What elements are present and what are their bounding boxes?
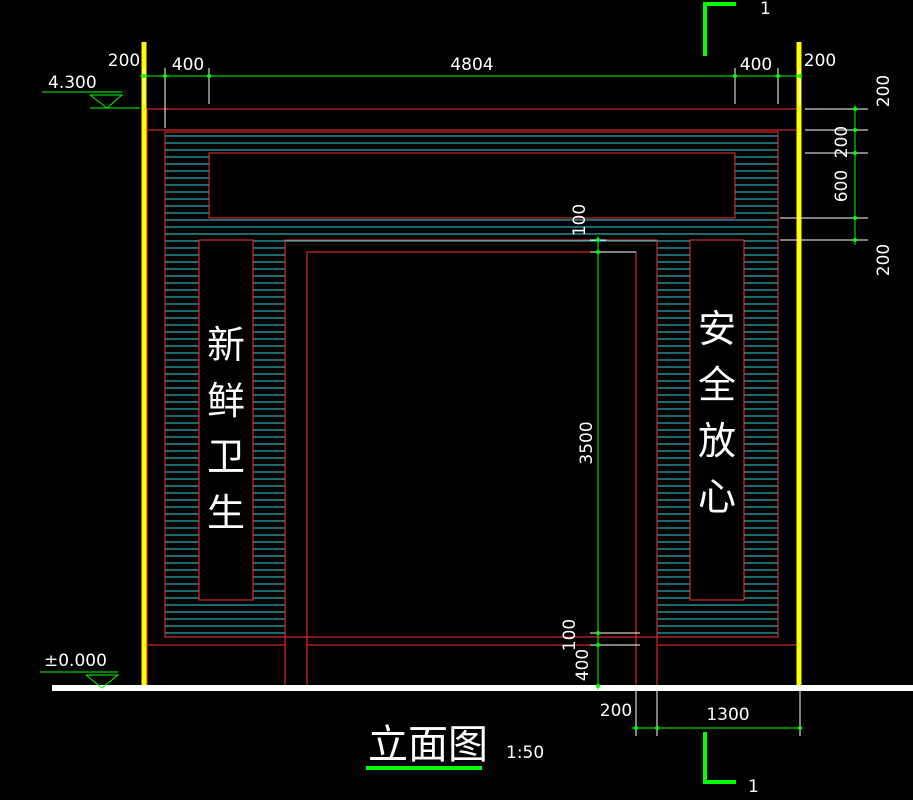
right-dimension: 200 200 600 200 [780, 75, 894, 276]
dim-right-label: 200 [832, 126, 852, 158]
elevation-top: 4.300 [42, 73, 140, 109]
dim-right-label: 600 [832, 170, 852, 202]
section-marker-bottom-label: 1 [748, 777, 759, 797]
elevation-top-label: 4.300 [48, 73, 97, 93]
section-marker-bottom: 1 [703, 732, 759, 797]
dim-top-label: 4804 [450, 55, 493, 75]
left-sign-char: 新 [207, 323, 245, 367]
dim-bottom-label: 1300 [706, 705, 749, 725]
dim-top-label: 200 [804, 51, 836, 71]
dim-right-label: 200 [874, 244, 894, 276]
panel-cutouts [198, 152, 745, 601]
door-dimension: 100 3500 100 400 [560, 204, 640, 690]
dim-top-label: 400 [740, 55, 772, 75]
elevation-ground: ±0.000 [40, 651, 120, 689]
elevation-ground-label: ±0.000 [44, 651, 107, 671]
left-sign-char: 卫 [207, 435, 245, 479]
bottom-dimension: 200 1300 [600, 690, 802, 736]
columns [141, 42, 802, 686]
drawing-title: 立面图 1:50 [366, 722, 544, 770]
dim-top-label: 200 [108, 51, 140, 71]
right-sign-char: 放 [698, 419, 736, 463]
right-sign: 安 全 放 心 [698, 307, 736, 519]
dim-door-label: 400 [573, 649, 593, 681]
dim-door-label: 100 [570, 204, 590, 236]
right-sign-char: 心 [698, 475, 736, 519]
left-sign: 新 鲜 卫 生 [207, 323, 245, 535]
section-marker-top: 1 [703, 0, 771, 56]
left-sign-char: 生 [207, 491, 245, 535]
drawing-title-text: 立面图 [368, 722, 488, 768]
dim-door-label: 3500 [577, 421, 597, 464]
dim-right-label: 200 [874, 75, 894, 107]
top-dimension: 200 400 4804 400 200 [108, 51, 836, 128]
dim-top-label: 400 [172, 55, 204, 75]
section-marker-top-label: 1 [760, 0, 771, 19]
drawing-scale-text: 1:50 [506, 743, 544, 763]
left-sign-char: 鲜 [207, 379, 245, 423]
dim-door-label: 100 [560, 619, 580, 651]
dim-bottom-label: 200 [600, 701, 632, 721]
right-sign-char: 安 [698, 307, 736, 351]
right-sign-char: 全 [698, 363, 736, 407]
